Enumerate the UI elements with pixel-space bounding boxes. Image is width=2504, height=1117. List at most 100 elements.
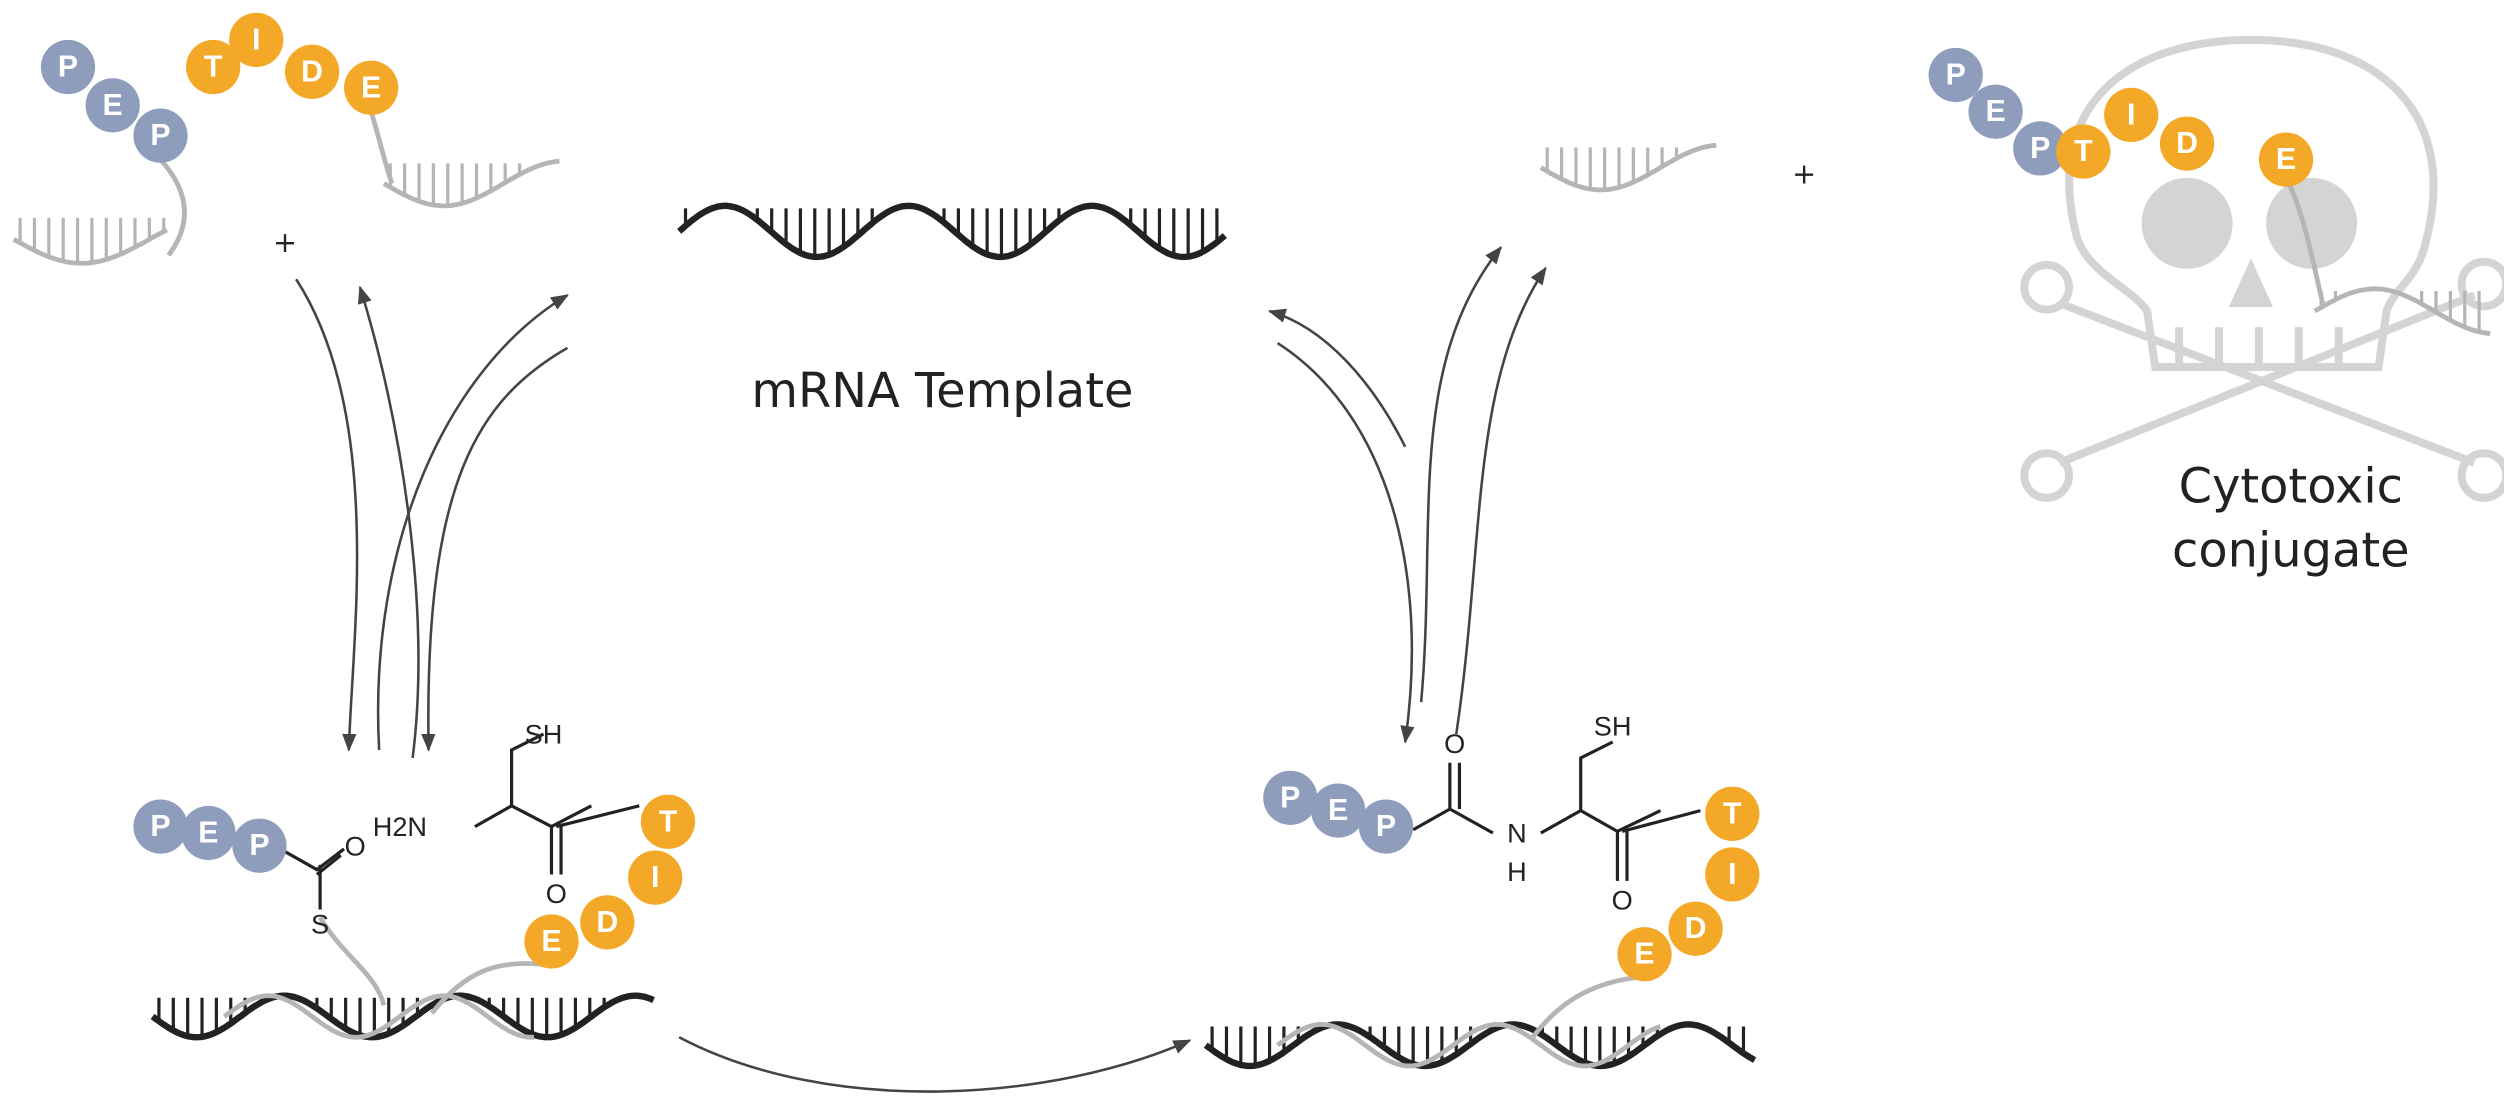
svg-text:E: E [2276, 143, 2296, 176]
carbonyl-oxygen: O [345, 830, 366, 861]
linker-tether [318, 916, 387, 1006]
probe-strand-top-left-b [382, 158, 560, 209]
residue-bead-T: T [186, 39, 241, 95]
residue-bead-P: P [133, 108, 188, 163]
template-label: mRNA Template [751, 364, 1133, 419]
residue-bead-E: E [1968, 84, 2023, 139]
residue-bead-P: P [40, 39, 96, 95]
arrow-right-to-template [1267, 308, 1407, 448]
amide-oxygen: O [1444, 728, 1465, 759]
arrow-left-up-outer [357, 285, 420, 759]
svg-text:P: P [249, 829, 269, 862]
svg-text:P: P [150, 119, 170, 152]
residue-bead-E: E [2258, 132, 2314, 187]
svg-text:I: I [252, 23, 260, 56]
arrow-right-down [1276, 342, 1415, 744]
residue-bead-E: E [344, 60, 399, 115]
svg-text:T: T [204, 51, 223, 84]
mrna-template-helix [677, 202, 1227, 261]
linker-tether [429, 961, 552, 1015]
residue-bead-P: P [2013, 121, 2068, 176]
residue-bead-P: P [1928, 47, 1983, 103]
arrow-right-up-inner [1419, 245, 1503, 703]
residue-bead-P: P [1263, 770, 1318, 825]
residue-bead-T: T [640, 794, 696, 849]
svg-text:E: E [1985, 95, 2005, 128]
svg-text:P: P [1376, 810, 1396, 843]
svg-text:P: P [150, 810, 170, 843]
amide-nitrogen: N [1507, 818, 1527, 849]
residue-bead-D: D [2159, 116, 2215, 171]
probe-strand-top-right [1539, 142, 1717, 193]
svg-text:P: P [2030, 132, 2050, 165]
svg-text:I: I [2127, 98, 2135, 131]
svg-text:E: E [103, 89, 123, 122]
skull-crossbones-icon [2020, 35, 2504, 502]
residue-bead-T: T [2056, 124, 2111, 179]
svg-text:E: E [361, 71, 381, 104]
residue-bead-D: D [580, 895, 635, 950]
svg-text:E: E [1328, 794, 1348, 827]
arrow-bottom-transfer [678, 1036, 1192, 1093]
probe-helix-bottom-left [222, 993, 534, 1040]
svg-text:D: D [301, 55, 323, 88]
residue-bead-I: I [628, 850, 683, 905]
residue-bead-E: E [1311, 783, 1366, 838]
svg-text:E: E [1634, 938, 1654, 971]
residue-bead-E: E [85, 78, 140, 133]
linker-tether [2287, 182, 2326, 304]
residue-bead-P: P [232, 818, 287, 873]
residue-bead-E: E [181, 805, 236, 861]
plus-sign-left: + [273, 225, 297, 259]
thiol-label: SH [1594, 711, 1632, 742]
arrow-left-down [295, 278, 359, 752]
svg-text:D: D [596, 906, 618, 939]
svg-text:P: P [1280, 781, 1300, 814]
ketone-oxygen: O [546, 878, 567, 909]
arrow-right-up-outer [1454, 266, 1547, 735]
svg-text:T: T [659, 805, 678, 838]
linker-tether [368, 111, 395, 185]
svg-text:D: D [1685, 912, 1707, 945]
svg-text:P: P [1946, 58, 1966, 91]
residue-bead-I: I [2104, 87, 2159, 143]
svg-text:T: T [2074, 135, 2093, 168]
sulfur-atom: S [311, 908, 329, 939]
arrow-left-from-template [421, 346, 569, 752]
cytotoxic-label-line2: conjugate [2172, 523, 2409, 578]
residue-bead-T: T [1705, 786, 1760, 841]
svg-text:E: E [541, 925, 561, 958]
amine-label: H2N [373, 811, 427, 842]
ketone-oxygen: O [1612, 885, 1633, 916]
residue-bead-E: E [1617, 927, 1672, 982]
svg-text:T: T [1723, 797, 1742, 830]
probe-strand-top-left-a [12, 217, 168, 266]
amide-hydrogen: H [1507, 856, 1527, 887]
thiol-label: SH [525, 719, 563, 750]
arrow-left-up-inner [376, 294, 569, 751]
residue-bead-P: P [1358, 799, 1414, 854]
linker-tether [158, 157, 187, 257]
svg-text:D: D [2176, 127, 2198, 160]
residue-bead-P: P [133, 799, 188, 854]
residue-bead-E: E [524, 914, 579, 969]
residue-bead-D: D [284, 44, 340, 99]
svg-text:E: E [198, 816, 218, 849]
residue-bead-I: I [1705, 847, 1760, 902]
residue-bead-I: I [229, 12, 284, 68]
cytotoxic-label-line1: Cytotoxic [2179, 460, 2403, 515]
plus-sign-right: + [1792, 157, 1816, 191]
probe-helix-bottom-right [1276, 1022, 1662, 1069]
svg-text:I: I [1728, 858, 1736, 891]
linker-tether [1530, 974, 1645, 1039]
peptide-bottom-left-suffix: TID E [524, 794, 696, 969]
svg-text:P: P [58, 51, 78, 84]
svg-text:I: I [651, 861, 659, 894]
